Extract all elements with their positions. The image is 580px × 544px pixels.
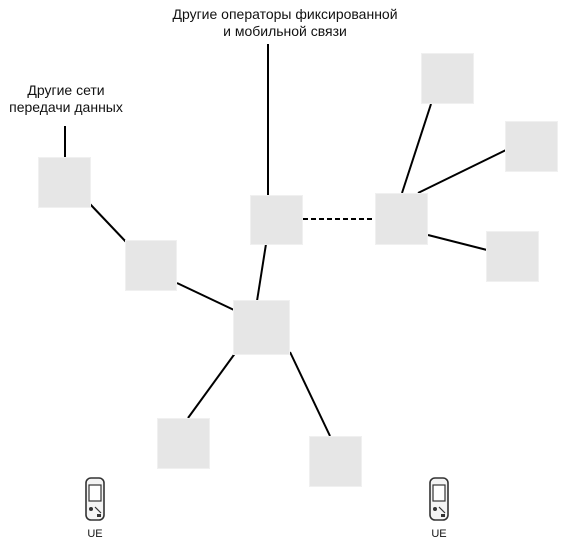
link-right-hub-low [427,234,488,251]
node-bottom-right [309,436,362,487]
link-hub-bottom-left [187,351,237,419]
operators-label-line2: и мобильной связи [223,23,347,39]
node-center-hub [233,300,290,355]
operators-label-line1: Другие операторы фиксированной [172,6,398,22]
mobile-phone-icon [429,477,449,521]
networks-label-line1: Другие сети [27,82,105,98]
link-left-lower-hub [176,282,235,311]
node-left-upper [38,157,91,208]
link-center-upper-hub [256,243,267,302]
ue-right-label: UE [431,528,447,540]
node-left-lower [125,240,177,291]
node-center-upper [250,195,303,245]
link-right-hub-mid [417,149,507,194]
networks-label-line2: передачи данных [9,99,123,115]
node-right-low [486,231,539,282]
node-right-top [421,53,474,104]
link-hub-bottom-right [289,351,331,437]
mobile-phone-icon [85,477,105,521]
node-right-hub [375,193,428,245]
node-right-mid [505,121,558,172]
link-right-hub-top [401,103,432,194]
node-bottom-left [157,418,210,469]
ue-left-label: UE [87,528,103,540]
link-left-upper-left-lower [89,203,129,245]
